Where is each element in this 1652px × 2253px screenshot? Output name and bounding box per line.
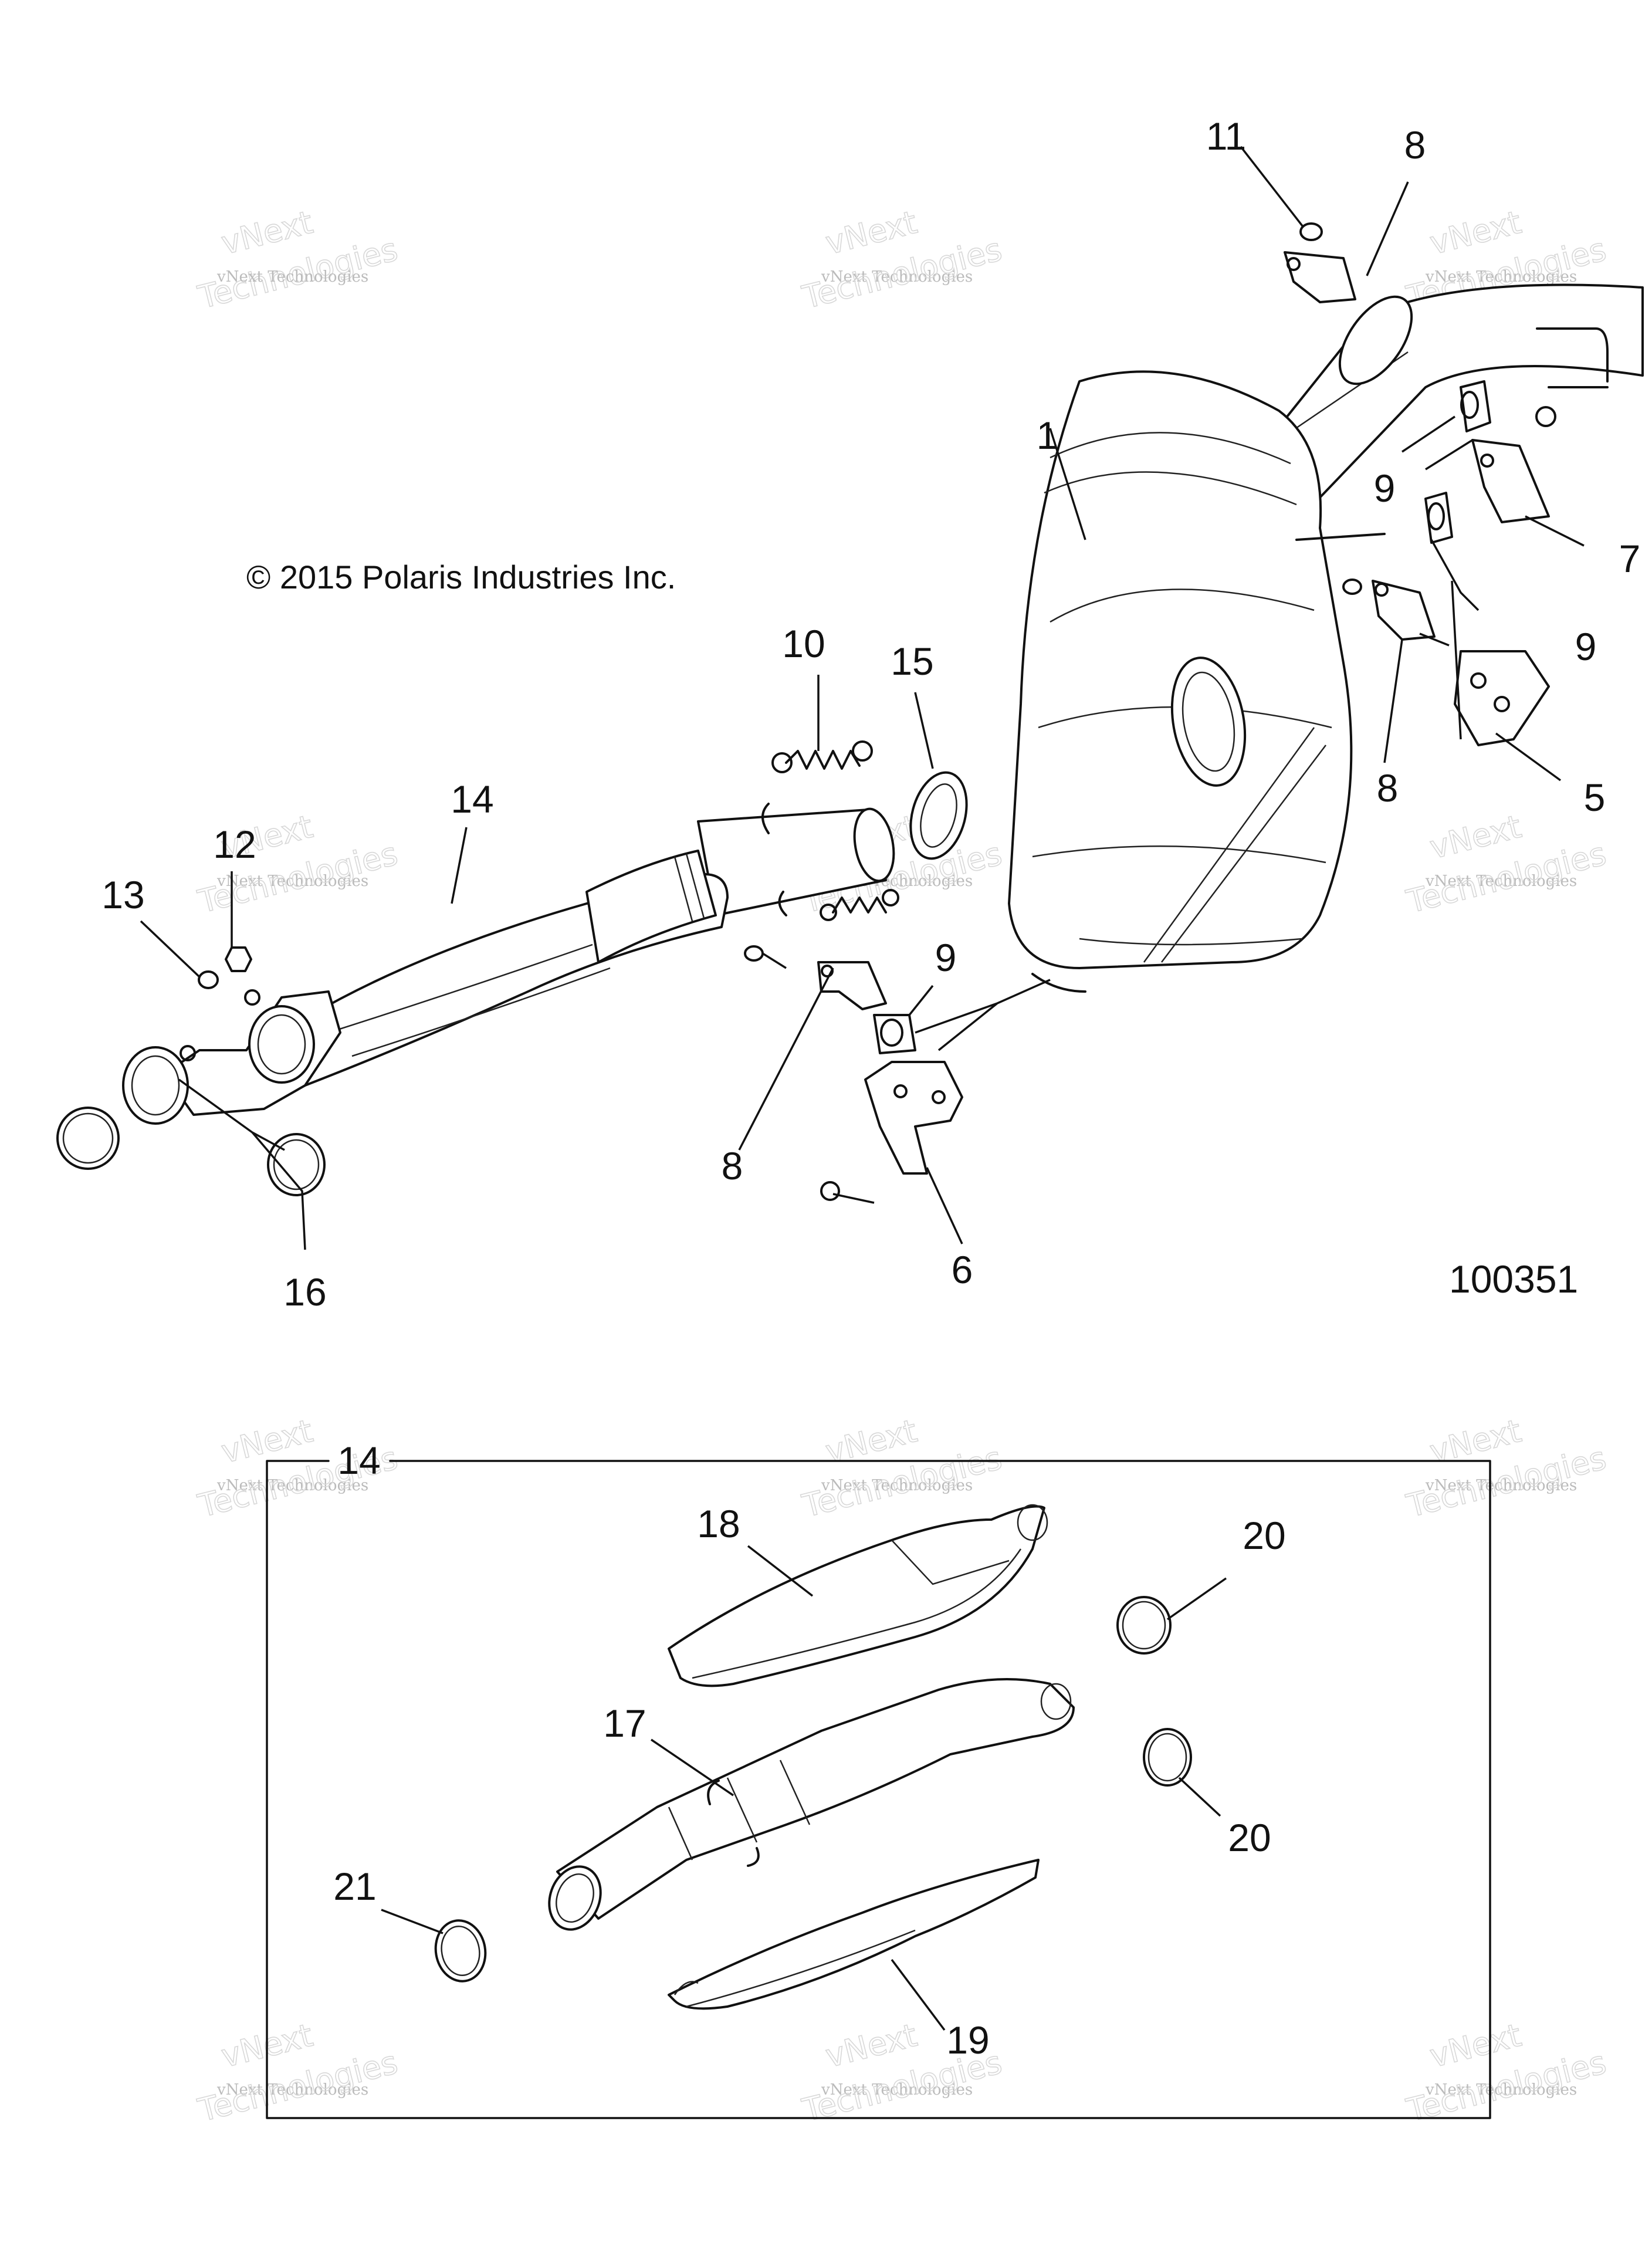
washer-13 — [198, 970, 219, 989]
watermark-text: vNext Technologies — [821, 2081, 973, 2099]
bracket-6 — [864, 1061, 963, 1175]
bracket-7 — [1471, 439, 1550, 523]
callout-8-right: 8 — [1377, 766, 1399, 810]
watermark-text: vNext Technologies — [216, 268, 368, 286]
bracket-8-lower — [817, 961, 887, 1010]
bracket-5 — [1454, 650, 1550, 746]
drawing-number: 100351 — [1449, 1257, 1578, 1301]
callout-19: 19 — [946, 2018, 989, 2062]
leader-lines-top — [140, 146, 1585, 1250]
exhaust-flanges — [122, 989, 341, 1125]
bolt-lower — [820, 1181, 840, 1201]
bolt-upper-right — [1535, 406, 1556, 427]
watermark-top-mid: vNext Technologies — [798, 203, 1006, 316]
muffler-inlet-pipe — [1225, 283, 1644, 529]
watermark-bottom-right: vNext Technologies — [1402, 2016, 1610, 2129]
watermark-text: vNext Technologies — [1425, 268, 1577, 286]
callout-7: 7 — [1619, 537, 1641, 580]
isolator-9-lower — [873, 1014, 916, 1054]
callout-14-top: 14 — [451, 777, 493, 821]
nut-lower-8 — [744, 945, 764, 962]
watermark-bottom-left: vNext Technologies — [194, 2016, 401, 2129]
clamp-15 — [909, 771, 968, 860]
watermark-text: vNext Technologies — [216, 1477, 368, 1494]
nut-11 — [1299, 222, 1323, 241]
callout-6: 6 — [952, 1248, 973, 1291]
clamp-20-upper — [1116, 1596, 1172, 1655]
clamp-21 — [434, 1919, 487, 1983]
callout-21: 21 — [333, 1865, 376, 1908]
bracket-8-right — [1372, 580, 1436, 641]
spring-lower — [820, 889, 899, 921]
watermark-text: vNext Technologies — [1425, 2081, 1577, 2099]
pipe-17 — [548, 1678, 1075, 1931]
watermark-low-mid: vNext Technologies — [798, 1412, 1006, 1525]
callout-15: 15 — [891, 640, 933, 683]
callout-8-top: 8 — [1404, 123, 1426, 167]
callout-13: 13 — [101, 873, 144, 916]
callout-1: 1 — [1037, 414, 1058, 457]
callout-20-lower: 20 — [1228, 1816, 1271, 1859]
bracket-8-top — [1284, 251, 1356, 303]
watermark-text: vNext Technologies — [821, 268, 973, 286]
watermark-text: vNext Technologies — [216, 872, 368, 890]
head-pipe-14 — [304, 803, 895, 1087]
isolator-9-upper — [1460, 380, 1491, 432]
callout-5: 5 — [1584, 776, 1606, 819]
heat-shield-18 — [668, 1504, 1048, 1687]
callout-12: 12 — [213, 823, 256, 866]
callout-8-lower: 8 — [722, 1144, 743, 1188]
callout-9-lower: 9 — [935, 936, 957, 979]
callout-9-right: 9 — [1575, 625, 1597, 668]
clamp-20-lower — [1143, 1728, 1192, 1787]
spring-10 — [771, 740, 873, 773]
callout-11: 11 — [1206, 114, 1247, 158]
nut-12 — [225, 946, 252, 972]
gasket-16-right — [267, 1133, 326, 1196]
watermark-top-left: vNext Technologies — [194, 203, 401, 316]
watermark-low-right: vNext Technologies — [1402, 1412, 1610, 1525]
leader-lines-bottom — [381, 1545, 1227, 2031]
detail-box-14 — [266, 1460, 1491, 2119]
callout-10: 10 — [782, 622, 825, 665]
heat-shield-19 — [668, 1859, 1040, 2010]
callout-17: 17 — [603, 1701, 646, 1745]
callout-20-upper: 20 — [1243, 1514, 1285, 1557]
gasket-16-left — [56, 1107, 120, 1170]
watermark-text: vNext Technologies — [821, 1477, 973, 1494]
watermark-text: vNext Technologies — [1425, 872, 1577, 890]
callout-16: 16 — [283, 1270, 326, 1314]
watermark-mid-right: vNext Technologies — [1402, 807, 1610, 921]
callout-18: 18 — [697, 1502, 740, 1545]
copyright-text: © 2015 Polaris Industries Inc. — [246, 559, 676, 596]
nut-right — [1342, 579, 1362, 595]
callout-14-box: 14 — [337, 1439, 380, 1482]
callout-9-upper: 9 — [1374, 466, 1396, 510]
watermark-text: vNext Technologies — [1425, 1477, 1577, 1494]
muffler — [1008, 370, 1386, 993]
isolator-9-middle — [1424, 492, 1453, 544]
watermark-text: vNext Technologies — [216, 2081, 368, 2099]
